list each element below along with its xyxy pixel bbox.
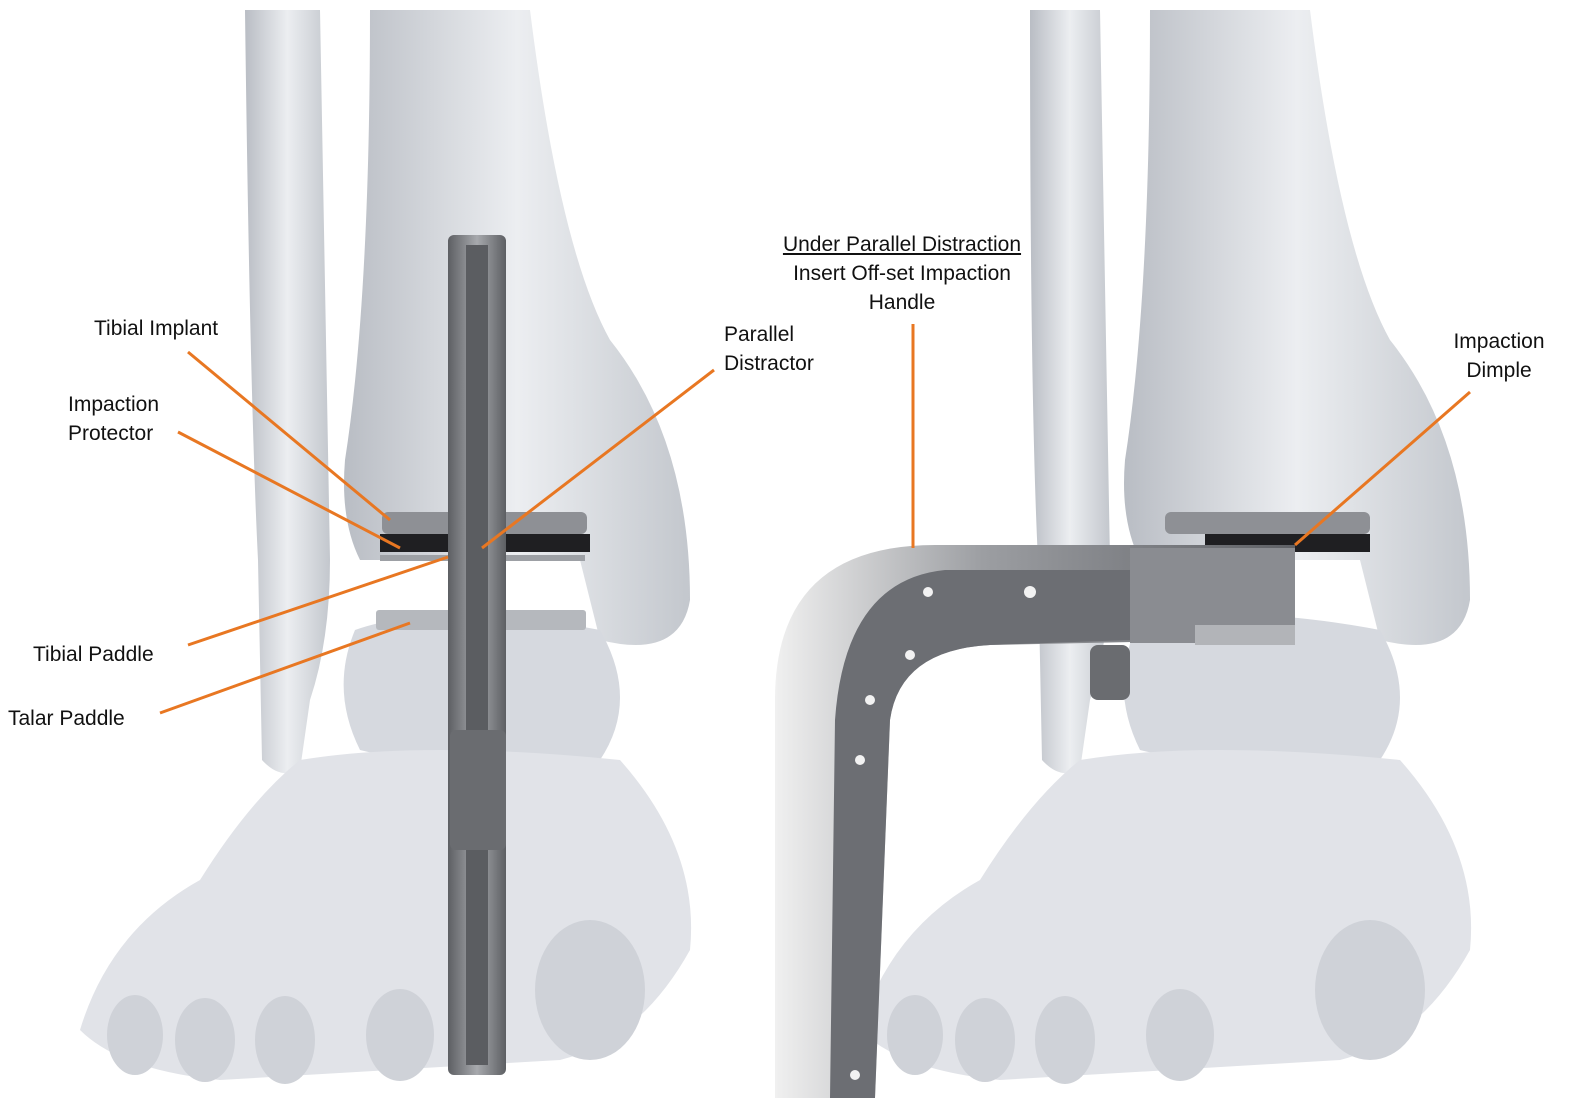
label-impaction-dimple: Impaction Dimple xyxy=(1440,327,1558,385)
label-offset-handle-instruction: Under Parallel Distraction Insert Off-se… xyxy=(762,230,1042,317)
label-tibial-paddle: Tibial Paddle xyxy=(33,640,154,669)
instruction-heading: Under Parallel Distraction xyxy=(762,230,1042,259)
label-parallel-distractor: Parallel Distractor xyxy=(724,320,814,378)
label-impaction-protector: Impaction Protector xyxy=(68,390,159,448)
right-ankle-illustration xyxy=(775,10,1471,1098)
label-talar-paddle: Talar Paddle xyxy=(8,704,125,733)
left-ankle-illustration xyxy=(80,10,691,1084)
fibula-bone xyxy=(245,10,330,773)
label-tibial-implant: Tibial Implant xyxy=(94,314,218,343)
tibial-implant-right xyxy=(1165,512,1370,534)
